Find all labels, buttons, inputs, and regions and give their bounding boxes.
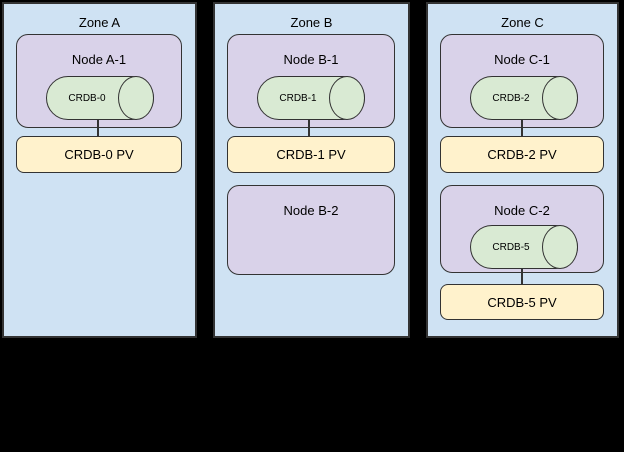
cylinder-cap-icon [329, 76, 365, 120]
node-c2-box: Node C-2 CRDB-5 [440, 185, 604, 273]
crdb-0-pv-box: CRDB-0 PV [16, 136, 182, 173]
cylinder-cap-icon [542, 76, 578, 120]
crdb-2-pv-box: CRDB-2 PV [440, 136, 604, 173]
node-b2-box: Node B-2 [227, 185, 395, 275]
node-c1-title: Node C-1 [494, 52, 550, 67]
crdb-5-pv-box: CRDB-5 PV [440, 284, 604, 320]
node-b1-title: Node B-1 [283, 52, 339, 67]
crdb-1-pv-box: CRDB-1 PV [227, 136, 395, 173]
zone-b: Zone B Node B-1 CRDB-1 CRDB-1 PV Node B-… [213, 2, 410, 338]
node-a1-title: Node A-1 [71, 52, 127, 67]
crdb-0-cylinder: CRDB-0 [46, 76, 154, 120]
cylinder-cap-icon [118, 76, 154, 120]
crdb-5-label: CRDB-5 [492, 241, 530, 253]
crdb-1-label: CRDB-1 [279, 92, 317, 104]
connector-a1-pv [97, 119, 99, 137]
node-c2-title: Node C-2 [494, 203, 550, 218]
crdb-5-cylinder: CRDB-5 [470, 225, 578, 269]
node-a1-box: Node A-1 CRDB-0 [16, 34, 182, 128]
connector-c2-pv [521, 268, 523, 285]
crdb-5-pv-label: CRDB-5 PV [487, 294, 557, 310]
crdb-0-label: CRDB-0 [68, 92, 106, 104]
crdb-1-cylinder: CRDB-1 [257, 76, 365, 120]
crdb-0-pv-label: CRDB-0 PV [64, 147, 134, 162]
node-b1-box: Node B-1 CRDB-1 [227, 34, 395, 128]
zone-a-title: Zone A [78, 15, 121, 30]
crdb-2-cylinder: CRDB-2 [470, 76, 578, 120]
zone-a: Zone A Node A-1 CRDB-0 CRDB-0 PV [2, 2, 197, 338]
crdb-2-label: CRDB-2 [492, 92, 530, 104]
connector-c1-pv [521, 119, 523, 137]
crdb-2-pv-label: CRDB-2 PV [487, 147, 557, 162]
crdb-1-pv-label: CRDB-1 PV [276, 147, 346, 162]
cylinder-cap-icon [542, 225, 578, 269]
node-c1-box: Node C-1 CRDB-2 [440, 34, 604, 128]
connector-b1-pv [308, 119, 310, 137]
zone-c: Zone C Node C-1 CRDB-2 CRDB-2 PV Node C-… [426, 2, 619, 338]
node-b2-title: Node B-2 [283, 203, 339, 218]
zone-b-title: Zone B [290, 15, 333, 30]
zone-c-title: Zone C [501, 15, 544, 30]
